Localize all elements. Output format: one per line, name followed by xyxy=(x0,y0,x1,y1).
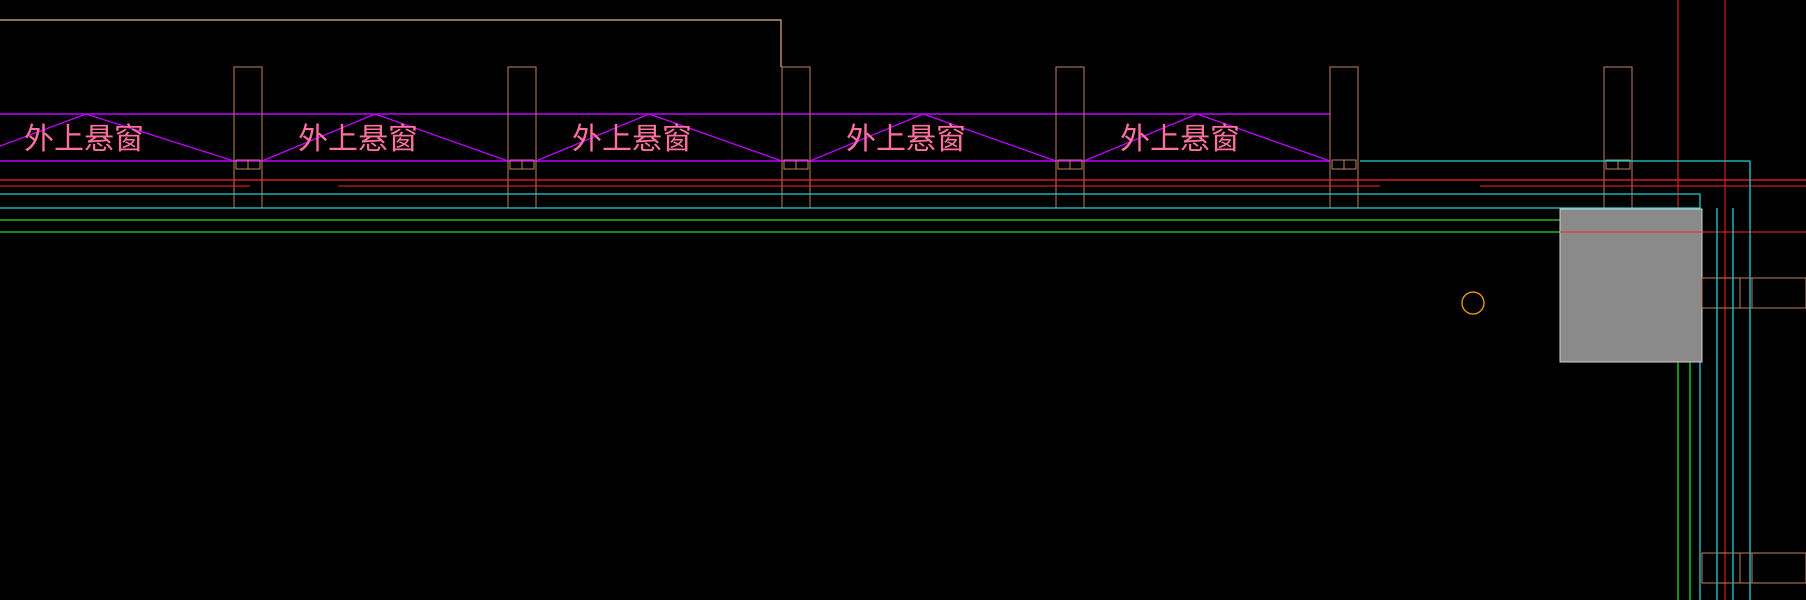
structural-column-block xyxy=(1559,208,1703,363)
window-swing-triangle xyxy=(809,113,1057,162)
side-window-fittings xyxy=(1701,277,1806,584)
window-labels: 外上悬窗 外上悬窗 外上悬窗 外上悬窗 外上悬窗 xyxy=(24,122,1240,157)
window-type-label: 外上悬窗 xyxy=(1120,122,1240,157)
room-boundary-line xyxy=(0,19,782,67)
wall-lines-cyan xyxy=(0,160,1751,600)
window-swing-triangle xyxy=(261,113,509,162)
window-type-label: 外上悬窗 xyxy=(572,122,692,157)
window-opening-symbols xyxy=(0,113,1331,162)
window-swing-triangle xyxy=(1083,113,1331,162)
window-type-label: 外上悬窗 xyxy=(24,122,144,157)
window-band xyxy=(0,113,1330,162)
window-type-label: 外上悬窗 xyxy=(846,122,966,157)
marker-circle xyxy=(1461,291,1485,315)
wall-lines-green xyxy=(0,219,1691,600)
window-type-label: 外上悬窗 xyxy=(298,122,418,157)
window-swing-triangle xyxy=(0,113,235,162)
window-swing-triangle xyxy=(535,113,783,162)
